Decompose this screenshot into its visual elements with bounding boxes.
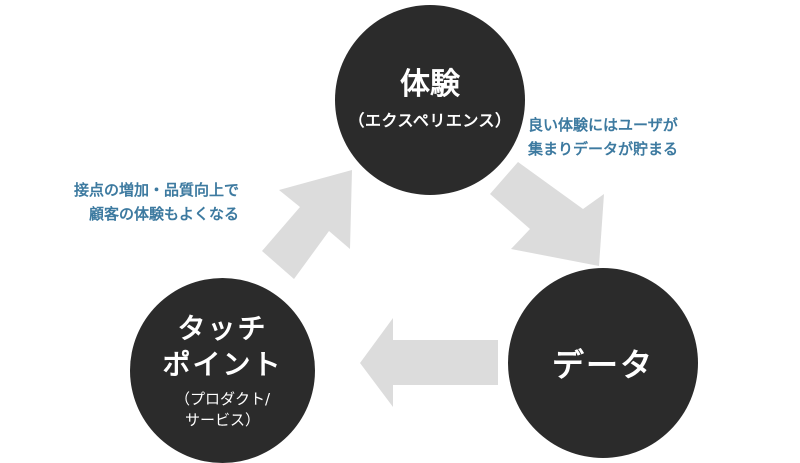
experience-title: 体験 bbox=[400, 67, 460, 102]
data-title: データ bbox=[551, 346, 654, 384]
annotation-line: 顧客の体験もよくなる bbox=[88, 205, 239, 223]
touchpoint-title-line: ポイント bbox=[162, 347, 283, 381]
annotation-line: 良い体験にはユーザが bbox=[528, 116, 678, 134]
arrow-experience-to-data bbox=[490, 162, 604, 266]
touchpoint-title: タッチ ポイント bbox=[162, 311, 282, 383]
touchpoint-subtitle-line: サービス） bbox=[184, 410, 260, 429]
touchpoint-title-line: タッチ bbox=[177, 311, 268, 345]
arrow-data-to-touchpoint bbox=[360, 318, 498, 407]
annotation-experience-to-data: 良い体験にはユーザが 集まりデータが貯まる bbox=[528, 113, 788, 161]
node-experience: 体験 （エクスペリエンス） bbox=[335, 5, 525, 195]
annotation-line: 接点の増加・品質向上で bbox=[73, 181, 239, 199]
arrow-touchpoint-to-experience bbox=[262, 170, 352, 279]
experience-subtitle: （エクスペリエンス） bbox=[348, 111, 512, 130]
annotation-touchpoint-to-experience: 接点の増加・品質向上で 顧客の体験もよくなる bbox=[14, 178, 239, 226]
touchpoint-subtitle: （プロダクト/ サービス） bbox=[175, 389, 270, 431]
node-data: データ bbox=[508, 268, 698, 458]
node-touchpoint: タッチ ポイント （プロダクト/ サービス） bbox=[130, 278, 315, 463]
annotation-line: 集まりデータが貯まる bbox=[528, 140, 679, 158]
touchpoint-subtitle-line: （プロダクト/ bbox=[174, 389, 271, 408]
